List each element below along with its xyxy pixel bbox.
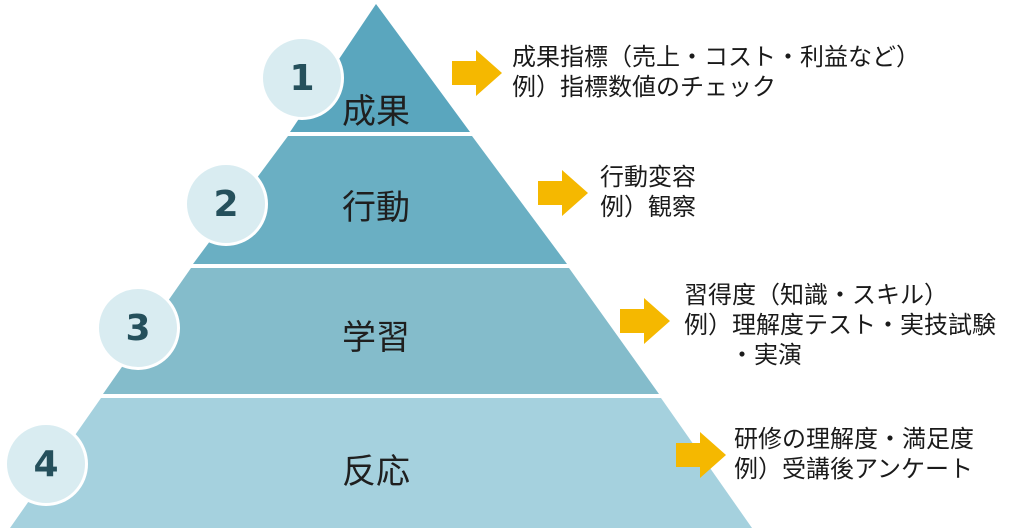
level-1-arrow-icon <box>452 50 502 96</box>
level-3-description: 習得度（知識・スキル） 例）理解度テスト・実技試験 ・実演 <box>684 280 996 370</box>
level-3-arrow-icon <box>620 298 670 344</box>
pyramid-tier-2 <box>193 136 567 264</box>
pyramid-tier-3 <box>103 268 659 394</box>
level-1-desc-line-1: 成果指標（売上・コスト・利益など） <box>512 43 920 71</box>
level-4-label: 反応 <box>342 452 410 492</box>
level-1-number-badge: 1 <box>260 36 344 120</box>
level-1-description: 成果指標（売上・コスト・利益など） 例）指標数値のチェック <box>512 42 920 102</box>
level-4-desc-line-2: 例）受講後アンケート <box>734 455 974 483</box>
level-2-number-badge: 2 <box>184 162 268 246</box>
level-3-desc-line-2: 例）理解度テスト・実技試験 <box>684 311 996 339</box>
level-4-number-badge: 4 <box>4 422 88 506</box>
level-3-label: 学習 <box>342 318 410 358</box>
level-2-description: 行動変容 例）観察 <box>600 162 696 222</box>
pyramid-tier-4 <box>10 398 752 528</box>
level-2-label: 行動 <box>342 188 410 228</box>
level-3-desc-line-1: 習得度（知識・スキル） <box>684 281 948 309</box>
level-2-desc-line-2: 例）観察 <box>600 193 696 221</box>
level-1-desc-line-2: 例）指標数値のチェック <box>512 73 776 101</box>
level-4-desc-line-1: 研修の理解度・満足度 <box>734 425 974 453</box>
level-3-desc-line-3: ・実演 <box>730 341 802 369</box>
level-4-description: 研修の理解度・満足度 例）受講後アンケート <box>734 424 974 484</box>
level-2-arrow-icon <box>538 170 588 216</box>
level-4-arrow-icon <box>676 432 726 478</box>
level-2-desc-line-1: 行動変容 <box>600 163 696 191</box>
level-3-number-badge: 3 <box>96 286 180 370</box>
level-1-label: 成果 <box>342 92 410 132</box>
